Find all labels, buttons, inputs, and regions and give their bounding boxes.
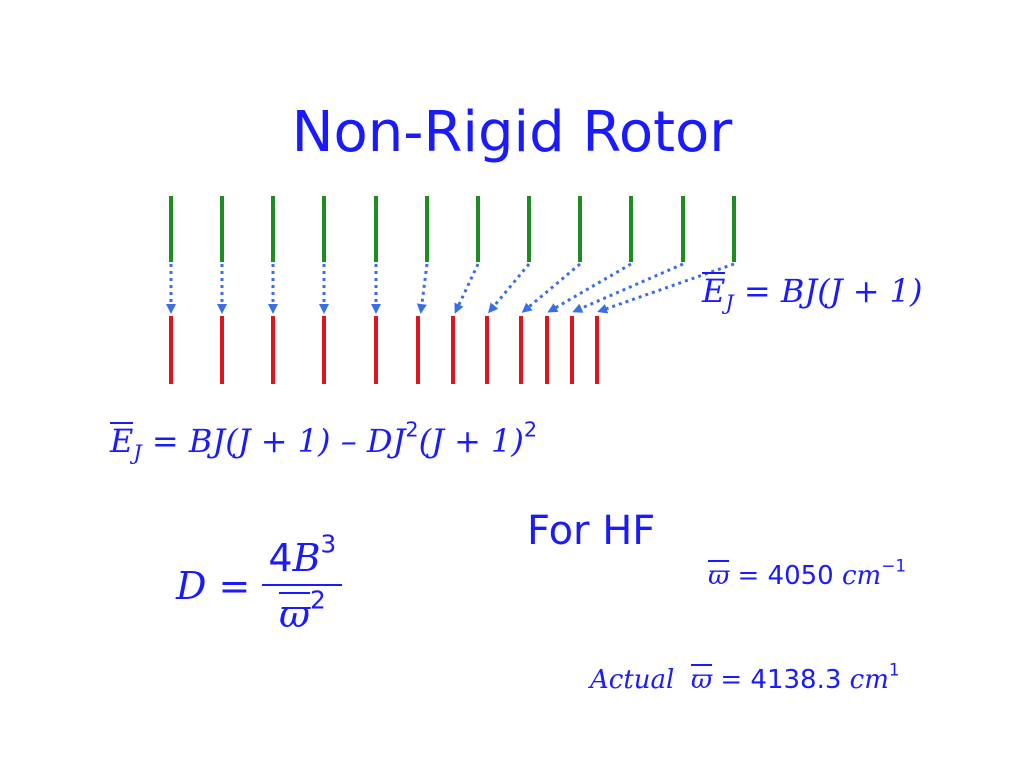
exponent-a: 2 xyxy=(405,417,419,442)
nonrigid-energy-equation: EJ = BJ(J + 1) – DJ2(J + 1)2 xyxy=(110,419,537,463)
d-lhs: D = xyxy=(176,564,251,608)
omega-equation: ϖ = 4050 cm−1 xyxy=(708,557,906,591)
numerator-exponent: 3 xyxy=(320,529,337,559)
non-rigid-rotor-levels xyxy=(169,316,599,384)
shift-arrow-8 xyxy=(488,263,531,314)
numerator-coefficient: 4 xyxy=(268,536,293,580)
d-denominator: ϖ2 xyxy=(278,585,326,636)
energy-subscript: J xyxy=(725,290,734,315)
denominator-exponent: 2 xyxy=(309,585,326,615)
shift-arrow-11 xyxy=(572,262,684,313)
actual-omega-symbol: ϖ xyxy=(690,664,713,695)
shift-arrow-12 xyxy=(597,262,735,314)
d-fraction: 4B3 ϖ2 xyxy=(262,532,343,636)
shift-arrow-6 xyxy=(416,263,429,314)
exponent-b: 2 xyxy=(523,417,538,442)
omega-equals: = xyxy=(737,561,760,591)
d-numerator: 4B3 xyxy=(262,532,342,584)
omega-unit: cm xyxy=(841,561,882,591)
actual-unit: cm xyxy=(849,665,889,695)
for-hf-label: For HF xyxy=(527,508,656,554)
omega-unit-exponent: −1 xyxy=(881,555,907,576)
omega-symbol: ϖ xyxy=(708,560,730,591)
actual-equals: = xyxy=(720,665,743,695)
shift-arrow-9 xyxy=(521,262,581,313)
nonrigid-rhs-part-a: = BJ(J + 1) – DJ xyxy=(151,422,406,460)
omega-value: 4050 xyxy=(767,561,834,591)
rigid-rotor-levels xyxy=(169,196,736,262)
actual-unit-exponent: 1 xyxy=(888,659,900,680)
numerator-variable: B xyxy=(292,536,321,580)
energy-symbol: E xyxy=(110,422,134,460)
rigid-energy-rhs: = BJ(J + 1) xyxy=(743,272,923,310)
shift-arrow-7 xyxy=(454,263,480,314)
slide-title: Non-Rigid Rotor xyxy=(291,100,733,165)
rigid-energy-equation: EJ = BJ(J + 1) xyxy=(702,272,923,313)
nonrigid-rhs-part-b: (J + 1) xyxy=(418,422,524,460)
shift-arrow-10 xyxy=(547,262,632,313)
actual-omega-equation: Actual ϖ = 4138.3 cm1 xyxy=(590,661,900,695)
denominator-variable: ϖ xyxy=(278,592,310,636)
energy-symbol: E xyxy=(702,272,726,310)
actual-label: Actual xyxy=(590,665,675,695)
energy-subscript: J xyxy=(133,440,142,465)
fraction-bar xyxy=(262,584,343,586)
level-shift-arrows xyxy=(166,262,735,314)
actual-value: 4138.3 xyxy=(750,665,842,695)
centrifugal-distortion-equation: D = 4B3 ϖ2 xyxy=(176,532,343,636)
